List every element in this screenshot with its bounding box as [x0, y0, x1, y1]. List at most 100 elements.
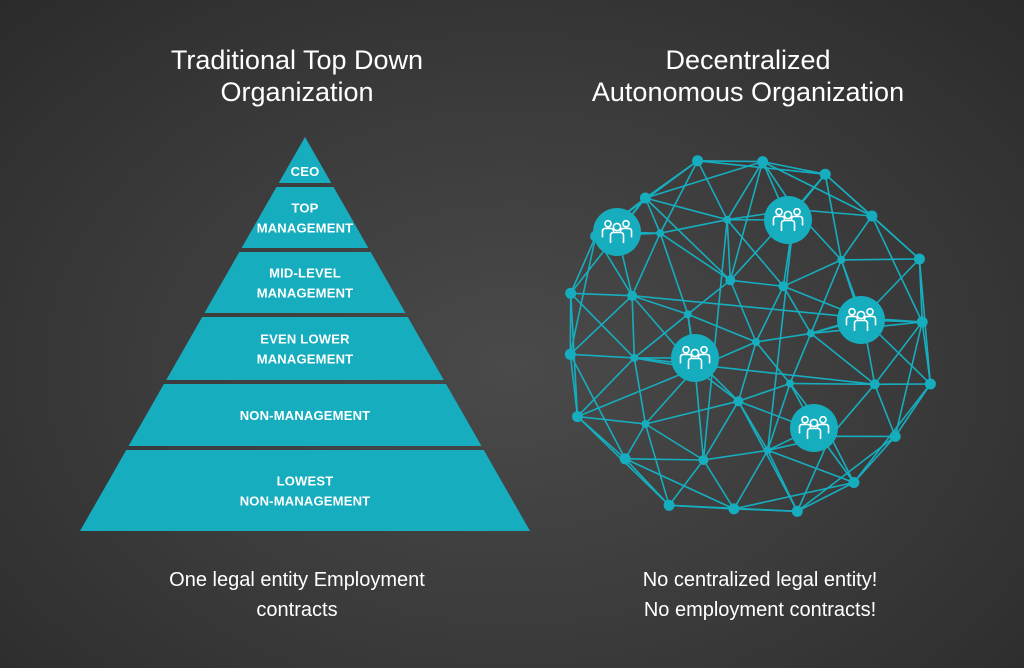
- network-link: [766, 209, 796, 451]
- people-group-icon: [671, 334, 719, 382]
- network-link: [783, 259, 842, 288]
- people-group-icon: [764, 196, 812, 244]
- person-head-icon: [848, 307, 856, 316]
- network-link: [730, 279, 784, 288]
- pyramid-tier-2-label: MANAGEMENT: [257, 221, 354, 236]
- person-head-icon: [856, 310, 866, 320]
- network-link: [644, 197, 731, 281]
- person-head-icon: [783, 210, 793, 220]
- network-node: [791, 505, 803, 517]
- network-node: [656, 229, 665, 238]
- network-node: [564, 348, 576, 360]
- network-link: [624, 458, 735, 510]
- network-node: [866, 210, 878, 222]
- network-link: [696, 160, 728, 221]
- network-link: [726, 219, 732, 281]
- network-link: [810, 332, 876, 385]
- person-head-icon: [866, 307, 874, 316]
- people-group-icon: [790, 404, 838, 452]
- network-title-line1: Decentralized: [665, 45, 831, 75]
- network-link: [694, 368, 705, 461]
- network-link: [697, 160, 763, 163]
- network-title-line2: Autonomous Organization: [591, 77, 905, 107]
- network-link: [796, 435, 896, 512]
- person-body-icon: [609, 231, 625, 243]
- people-group-icon: [593, 208, 641, 256]
- network-node: [641, 420, 650, 428]
- person-body-icon: [780, 219, 796, 231]
- person-body-icon: [772, 215, 786, 226]
- person-head-icon: [775, 207, 783, 216]
- network-node: [565, 287, 577, 299]
- network-title: Decentralized Autonomous Organization: [548, 44, 948, 108]
- network-link: [737, 400, 799, 512]
- person-head-icon: [793, 207, 801, 216]
- network-link: [766, 383, 791, 451]
- network-link: [702, 400, 740, 461]
- network-link: [634, 357, 875, 386]
- network-link: [644, 197, 661, 234]
- network-link: [824, 174, 843, 261]
- network-link: [762, 160, 873, 217]
- network-node: [619, 453, 631, 465]
- network-link: [738, 382, 791, 402]
- pyramid-caption-line2: contracts: [256, 599, 338, 621]
- network-link: [729, 279, 757, 343]
- network-link: [873, 384, 896, 437]
- person-body-icon: [806, 427, 822, 439]
- network-link: [702, 219, 728, 461]
- network-link: [726, 219, 785, 287]
- person-head-icon: [690, 348, 700, 358]
- person-head-icon: [819, 415, 827, 424]
- network-link: [645, 197, 728, 221]
- network-link: [645, 400, 739, 425]
- network-link: [569, 236, 597, 355]
- pyramid-tier-5-label: NON-MANAGEMENT: [240, 408, 371, 423]
- person-head-icon: [622, 219, 630, 228]
- network-node: [837, 255, 846, 264]
- network-link: [755, 341, 791, 385]
- person-head-icon: [809, 418, 819, 428]
- network-node: [723, 215, 732, 224]
- network-caption: No centralized legal entity! No employme…: [560, 565, 960, 625]
- network-link: [687, 313, 757, 343]
- person-body-icon: [697, 353, 711, 364]
- network-link: [668, 459, 705, 506]
- person-head-icon: [604, 219, 612, 228]
- network-caption-line1: No centralized legal entity!: [642, 569, 878, 591]
- network-link: [726, 161, 764, 221]
- pyramid-title-line2: Organization: [220, 77, 374, 107]
- network-node: [778, 281, 789, 292]
- pyramid-caption-line1: One legal entity Employment: [169, 569, 425, 591]
- network-link: [829, 435, 855, 483]
- pyramid-tier-2-label: TOP: [291, 201, 318, 216]
- network-link: [796, 481, 855, 513]
- network-node: [698, 455, 709, 465]
- pyramid-tier-1: [278, 137, 332, 183]
- network-node: [913, 253, 925, 265]
- network-link: [631, 294, 689, 316]
- network-link: [729, 161, 764, 281]
- network-link: [644, 423, 670, 506]
- network-node: [639, 192, 651, 204]
- network-node: [572, 411, 583, 423]
- network-link: [633, 313, 689, 359]
- person-body-icon: [845, 315, 859, 326]
- pyramid-tier-3-label: MANAGEMENT: [257, 286, 354, 301]
- network-link: [569, 235, 597, 294]
- pyramid-tier-3-label: MID-LEVEL: [269, 266, 341, 281]
- person-body-icon: [619, 227, 633, 238]
- network-link: [576, 357, 635, 418]
- network-link: [645, 160, 763, 199]
- network-link: [755, 285, 785, 343]
- network-link: [894, 321, 923, 437]
- network-node: [627, 290, 638, 301]
- network-link: [570, 353, 635, 359]
- network-link: [782, 285, 812, 334]
- network-node: [819, 168, 831, 180]
- pyramid-tier-2: [241, 187, 369, 248]
- network-node: [728, 503, 740, 515]
- network-link: [577, 415, 646, 425]
- pyramid-tier-6-label: LOWEST: [277, 474, 334, 489]
- network-link: [659, 232, 731, 281]
